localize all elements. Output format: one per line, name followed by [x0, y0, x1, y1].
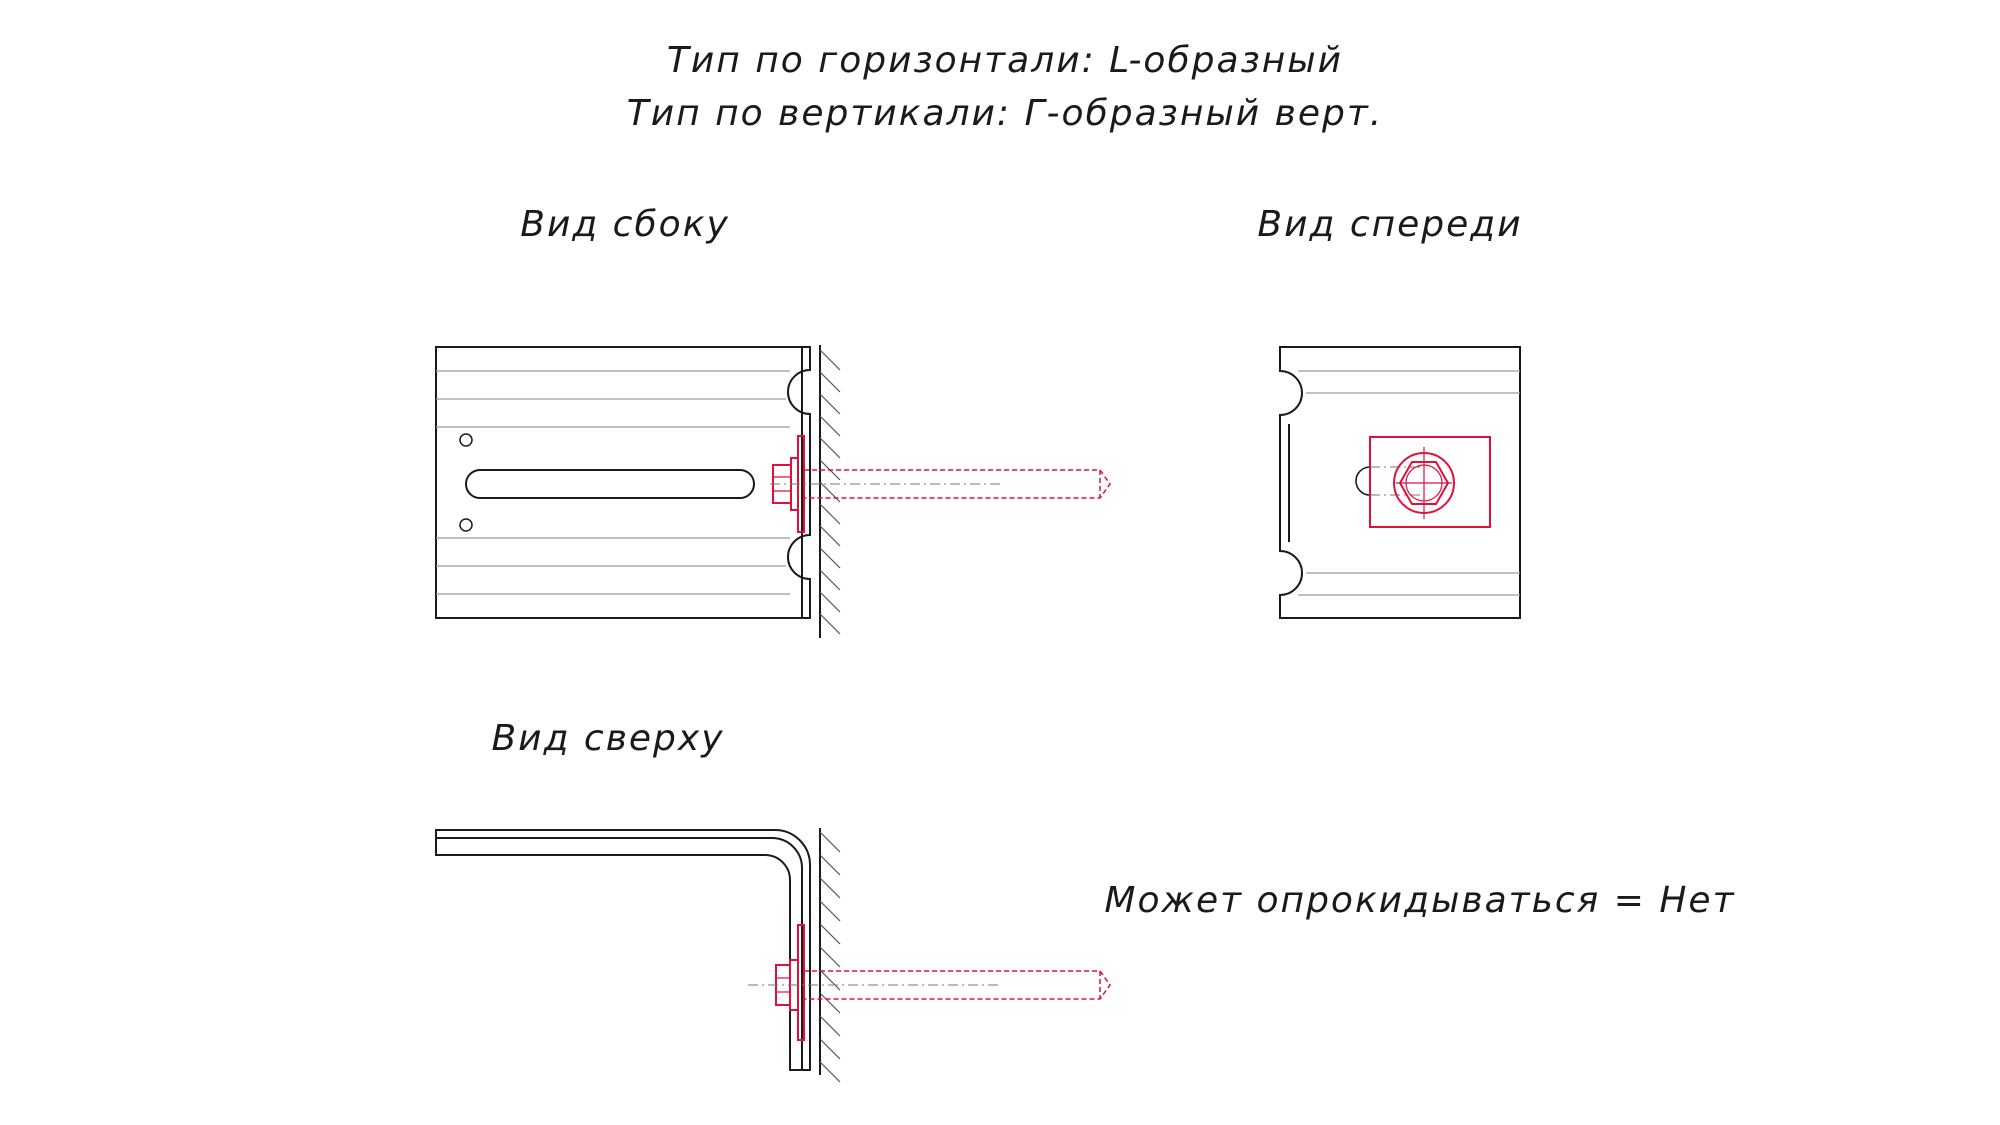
tipping-note: Может опрокидываться = Нет — [1104, 880, 1735, 921]
vertical-type-label: Тип по вертикали: Г-образный верт. — [627, 93, 1384, 134]
bracket-hole — [459, 518, 473, 532]
side-view-title: Вид сбоку — [520, 204, 730, 245]
horizontal-type-label: Тип по горизонтали: L-образный — [667, 40, 1343, 81]
top-view — [435, 828, 1111, 1083]
top-bracket-inner — [436, 837, 803, 1070]
side-view — [435, 345, 1111, 638]
side-anchor-bolt — [770, 435, 1111, 533]
top-anchor-bolt — [748, 924, 1111, 1041]
front-washer-plate — [1369, 436, 1491, 528]
wall-hatch — [819, 349, 841, 635]
front-view-title: Вид спереди — [1257, 204, 1522, 245]
top-view-title: Вид сверху — [491, 718, 724, 759]
bracket-hole — [459, 433, 473, 447]
front-bracket-outline — [1279, 346, 1521, 619]
top-bracket-profile — [435, 829, 811, 1071]
top-wall-hatch — [819, 831, 841, 1083]
bracket-slot — [465, 469, 755, 499]
front-slot — [1355, 466, 1371, 496]
side-bracket-outline — [435, 346, 811, 619]
front-view — [1279, 346, 1521, 619]
